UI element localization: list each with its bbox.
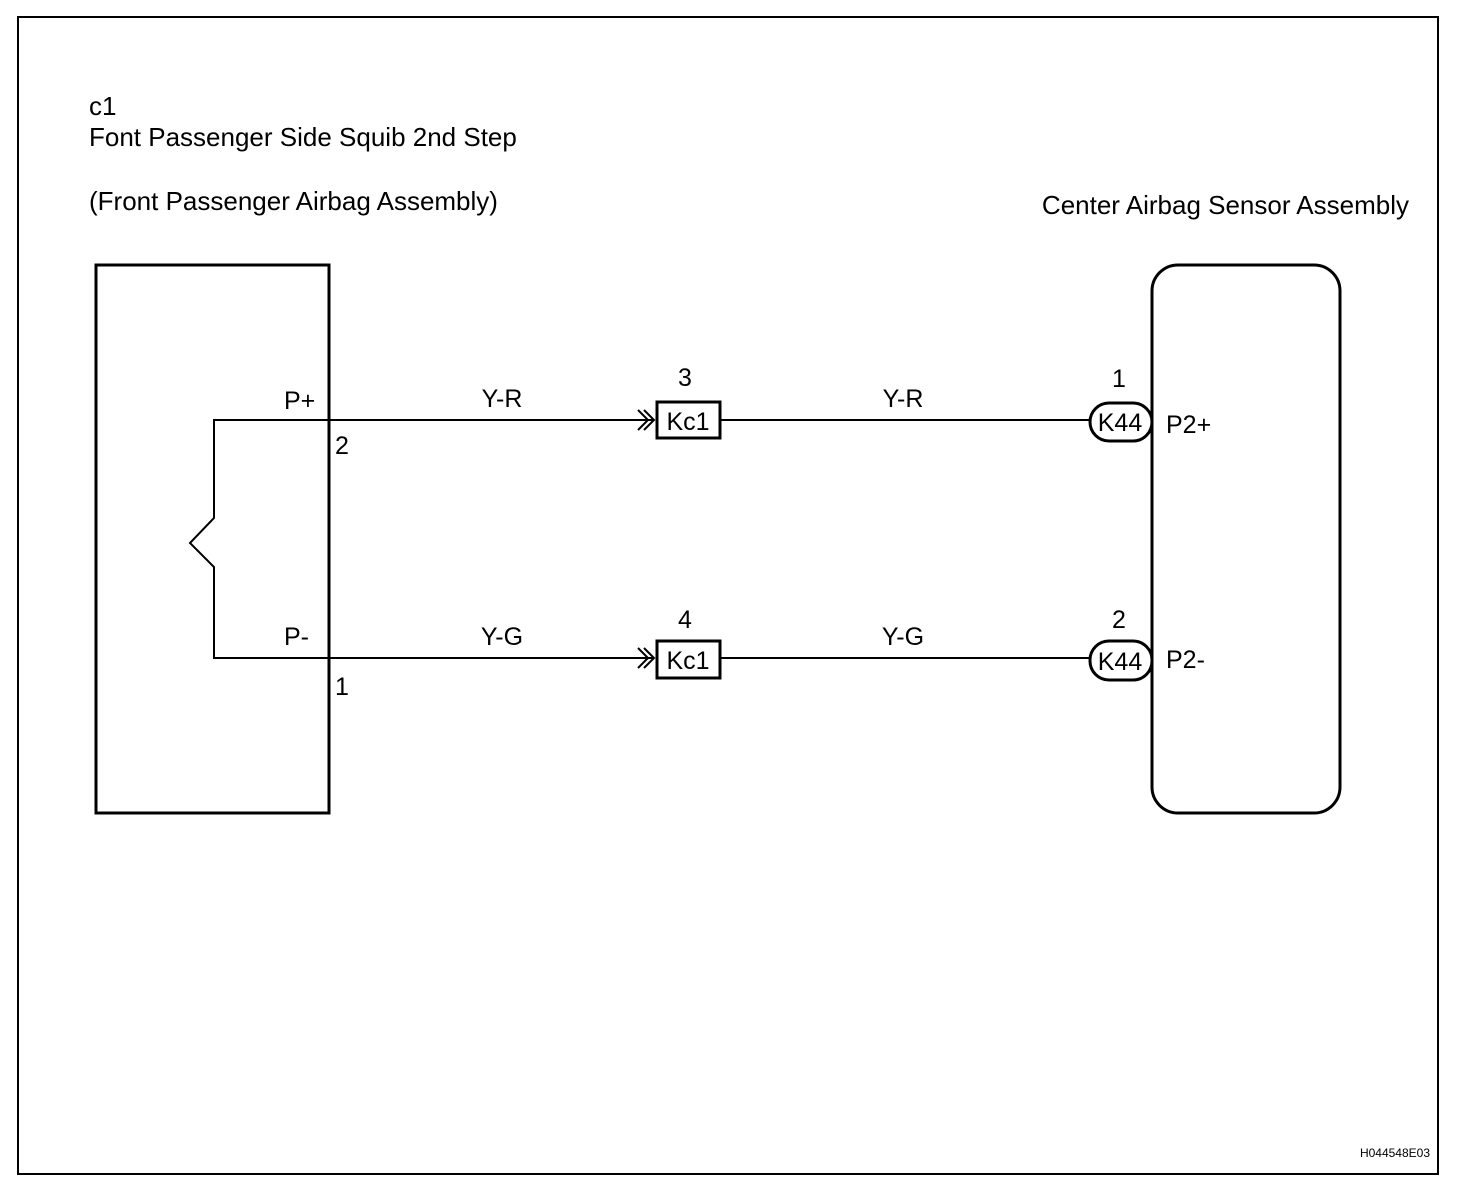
pin-number: 1 [335,673,349,701]
pin-number: 2 [1112,606,1126,634]
sensor-connector-label: K44 [1098,648,1143,676]
terminal-label: P2- [1166,646,1205,674]
junction-connector-box [655,639,722,680]
pin-number: 2 [335,432,349,460]
squib-element [188,419,329,659]
terminal-label: P- [284,623,309,651]
wire-color-label: Y-G [481,623,523,651]
left-component-code: c1 [89,91,116,121]
terminal-label: P2+ [1166,411,1211,439]
sensor-connector-oval [1088,639,1154,682]
wire-color-label: Y-R [883,385,924,413]
squib-component-box [94,263,331,815]
junction-pin-number: 4 [678,606,692,634]
terminal-label: P+ [284,387,315,415]
junction-connector-label: Kc1 [666,408,709,436]
wire-lower [329,639,1154,682]
connector-chevron-icon [637,647,650,669]
left-component-assembly: (Front Passenger Airbag Assembly) [89,186,498,216]
junction-pin-number: 3 [678,364,692,392]
connector-chevron-icon [643,647,656,669]
right-component-name: Center Airbag Sensor Assembly [1042,190,1409,220]
figure-id: H044548E03 [1360,1146,1430,1160]
junction-connector-label: Kc1 [666,647,709,675]
left-component-name: Font Passenger Side Squib 2nd Step [89,122,517,152]
wire-upper [329,400,1154,443]
sensor-component-box [1150,263,1342,815]
diagram-frame [17,16,1439,1175]
sensor-connector-label: K44 [1098,409,1143,437]
connector-chevron-icon [637,409,650,431]
pin-number: 1 [1112,365,1126,393]
wire-color-label: Y-G [882,623,924,651]
connector-chevron-icon [643,409,656,431]
sensor-connector-oval [1088,401,1154,443]
wire-color-label: Y-R [482,385,523,413]
